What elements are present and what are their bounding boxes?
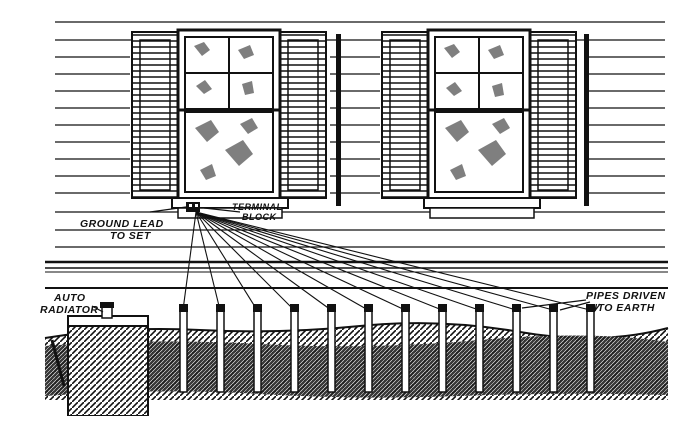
window-right — [381, 28, 589, 219]
window-left — [131, 28, 341, 219]
ground-wire — [195, 211, 517, 311]
house-siding — [55, 21, 665, 248]
pipe-clamp — [438, 304, 447, 312]
ground-pipe — [253, 305, 262, 393]
ground-wire — [195, 211, 332, 311]
pipes-line-2: INTO EARTH — [586, 302, 655, 314]
ground-lead-line-2: TO SET — [110, 230, 151, 242]
ground-wire — [195, 211, 480, 311]
ground-pipe — [327, 305, 336, 393]
ground-wire — [195, 211, 369, 311]
ground-pipe — [586, 305, 595, 393]
pipe-clamp — [327, 304, 336, 312]
pipe-clamp — [586, 304, 595, 312]
ground-pipe — [179, 305, 188, 393]
ground-wire — [195, 211, 554, 311]
pipe-clamp — [512, 304, 521, 312]
ground-pipes — [179, 304, 595, 393]
pipe-clamp — [475, 304, 484, 312]
auto-radiator-label: AUTO RADIATOR — [40, 292, 98, 316]
ground-wire — [195, 211, 258, 311]
auto-radiator — [67, 302, 149, 417]
pipes-line-1: PIPES DRIVEN — [586, 290, 666, 302]
pipe-clamp — [401, 304, 410, 312]
auto-radiator-line-2: RADIATOR — [40, 304, 99, 316]
ground-lead-label: GROUND LEAD TO SET — [80, 218, 164, 242]
terminal-block-line-1: TERMINAL — [232, 202, 283, 212]
pipe-clamp — [290, 304, 299, 312]
foundation-sill — [45, 260, 668, 289]
ground-wire — [195, 211, 591, 311]
ground-pipe — [364, 305, 373, 393]
ground-wire — [195, 211, 406, 311]
ground-pipe — [290, 305, 299, 393]
ground-lead-line-1: GROUND LEAD — [80, 218, 164, 230]
pipes-label: PIPES DRIVEN INTO EARTH — [586, 290, 666, 314]
ground-wire — [182, 211, 197, 311]
ground-wire — [195, 211, 443, 311]
ground-pipe — [438, 305, 447, 393]
ground-pipe — [475, 305, 484, 393]
pipe-clamp — [253, 304, 262, 312]
pipe-clamp — [216, 304, 225, 312]
ground-pipe — [512, 305, 521, 393]
ground-wires — [182, 211, 591, 311]
auto-radiator-line-1: AUTO — [54, 292, 86, 304]
pipe-clamp — [179, 304, 188, 312]
ground-pipe — [216, 305, 225, 393]
ground-pipe — [549, 305, 558, 393]
pointer-arrows — [91, 206, 601, 313]
ground-wire — [195, 211, 221, 311]
pipe-clamp — [364, 304, 373, 312]
terminal-block — [186, 202, 200, 212]
ground-pipe — [401, 305, 410, 393]
pipe-clamp — [549, 304, 558, 312]
ground-wire — [195, 211, 295, 311]
terminal-block-label: TERMINAL BLOCK — [232, 202, 283, 222]
terminal-block-line-2: BLOCK — [242, 212, 277, 222]
